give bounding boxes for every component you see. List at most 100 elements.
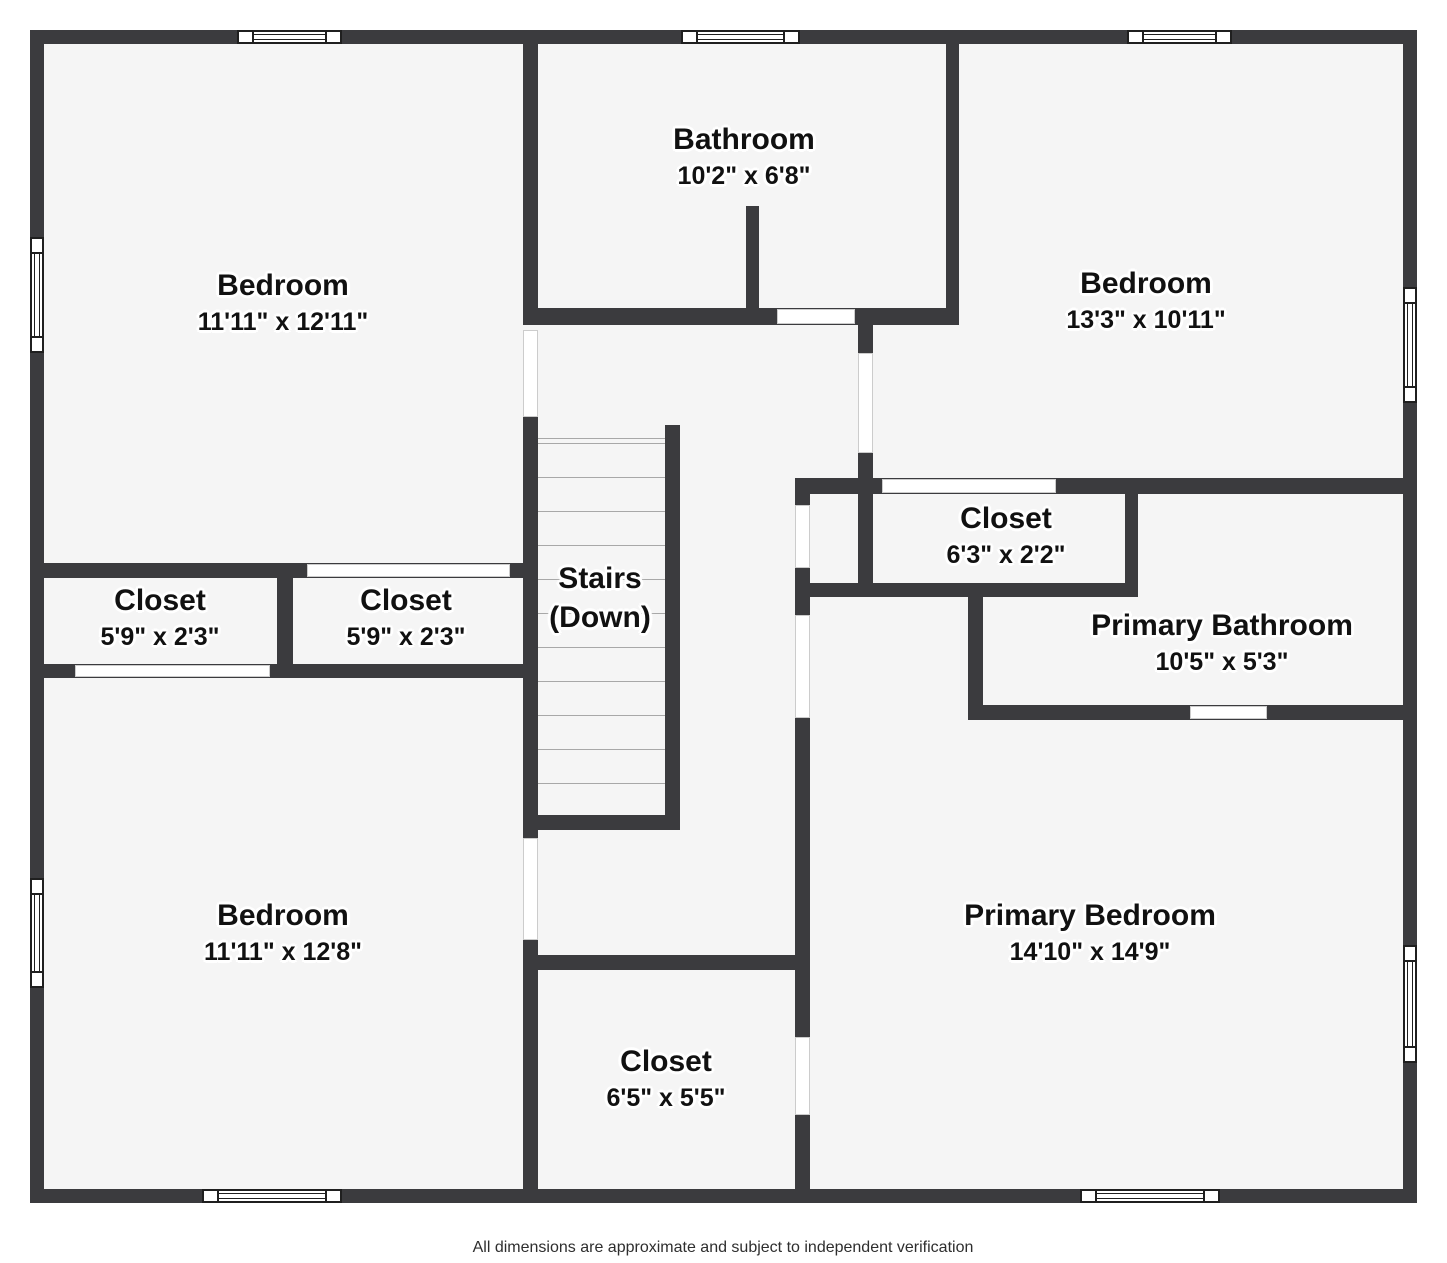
room-dimensions: (Down) bbox=[549, 601, 651, 634]
window bbox=[681, 30, 800, 44]
room-name: Stairs bbox=[558, 562, 642, 595]
room-dimensions: 10'2" x 6'8" bbox=[677, 162, 811, 190]
room-name: Bathroom bbox=[673, 123, 815, 156]
room-label-closet-right: Closet 6'3" x 2'2" bbox=[946, 500, 1065, 572]
room-label-closet-left: Closet 5'9" x 2'3" bbox=[100, 582, 219, 654]
window-pane bbox=[217, 1191, 219, 1201]
stair-tread bbox=[538, 681, 665, 682]
door-opening bbox=[1190, 706, 1267, 719]
wall-segment bbox=[30, 30, 44, 1203]
room-label-bathroom: Bathroom 10'2" x 6'8" bbox=[673, 121, 815, 193]
window bbox=[30, 237, 44, 353]
room-name: Closet bbox=[620, 1045, 712, 1078]
room-label-closet-bottom: Closet 6'5" x 5'5" bbox=[606, 1043, 725, 1115]
room-name: Closet bbox=[360, 584, 452, 617]
stair-tread bbox=[538, 477, 665, 478]
wall-segment bbox=[523, 417, 538, 838]
window bbox=[1403, 287, 1417, 403]
room-dimensions: 6'5" x 5'5" bbox=[606, 1084, 726, 1112]
window-pane bbox=[1407, 962, 1413, 1046]
window-pane bbox=[1405, 302, 1415, 304]
room-dimensions: 5'9" x 2'3" bbox=[100, 623, 220, 651]
window-pane bbox=[252, 32, 254, 42]
window-pane bbox=[325, 32, 327, 42]
window-pane bbox=[1097, 1193, 1203, 1199]
room-name: Closet bbox=[114, 584, 206, 617]
window-pane bbox=[254, 34, 325, 40]
room-label-stairs: Stairs (Down) bbox=[549, 560, 651, 638]
room-dimensions: 11'11" x 12'11" bbox=[197, 308, 369, 336]
window bbox=[1403, 945, 1417, 1063]
room-name: Primary Bedroom bbox=[964, 899, 1216, 932]
stair-tread bbox=[538, 647, 665, 648]
wall-segment bbox=[795, 583, 1138, 597]
door-opening bbox=[795, 505, 810, 568]
window-pane bbox=[219, 1193, 325, 1199]
room-label-closet-middle: Closet 5'9" x 2'3" bbox=[346, 582, 465, 654]
room-label-primary-bedroom: Primary Bedroom 14'10" x 14'9" bbox=[964, 897, 1216, 969]
wall-segment bbox=[523, 940, 538, 1189]
room-label-bedroom-top-right: Bedroom 13'3" x 10'11" bbox=[1066, 265, 1225, 337]
room-name: Primary Bathroom bbox=[1091, 609, 1353, 642]
window-pane bbox=[1405, 1046, 1415, 1048]
window-pane bbox=[1405, 960, 1415, 962]
stair-tread bbox=[538, 511, 665, 512]
floor-area bbox=[30, 30, 1417, 1203]
room-dimensions: 6'3" x 2'2" bbox=[946, 541, 1066, 569]
window-pane bbox=[32, 971, 42, 973]
window-pane bbox=[1215, 32, 1217, 42]
stair-tread bbox=[538, 438, 665, 439]
window bbox=[1080, 1189, 1220, 1203]
room-dimensions: 5'9" x 2'3" bbox=[346, 623, 466, 651]
room-label-bedroom-top-left: Bedroom 11'11" x 12'11" bbox=[198, 267, 368, 339]
door-opening bbox=[858, 353, 873, 453]
window-pane bbox=[1407, 304, 1413, 386]
wall-segment bbox=[523, 955, 810, 970]
room-dimensions: 10'5" x 5'3" bbox=[1155, 648, 1289, 676]
window-pane bbox=[1144, 34, 1215, 40]
stair-tread bbox=[538, 715, 665, 716]
room-label-bedroom-bottom-left: Bedroom 11'11" x 12'8" bbox=[204, 897, 362, 969]
window-pane bbox=[32, 252, 42, 254]
wall-segment bbox=[277, 563, 293, 678]
window bbox=[202, 1189, 342, 1203]
wall-segment bbox=[30, 1189, 1417, 1203]
disclaimer-text: All dimensions are approximate and subje… bbox=[472, 1239, 974, 1256]
window-pane bbox=[783, 32, 785, 42]
wall-segment bbox=[523, 815, 680, 830]
wall-segment bbox=[523, 44, 538, 325]
wall-segment bbox=[1125, 494, 1138, 583]
room-name: Closet bbox=[960, 502, 1052, 535]
wall-segment bbox=[968, 705, 1403, 720]
stair-tread bbox=[538, 783, 665, 784]
window-pane bbox=[698, 34, 783, 40]
window-pane bbox=[1142, 32, 1144, 42]
window bbox=[237, 30, 342, 44]
room-dimensions: 13'3" x 10'11" bbox=[1066, 306, 1226, 334]
wall-segment bbox=[665, 425, 680, 830]
stair-tread bbox=[538, 443, 665, 444]
door-opening bbox=[523, 330, 538, 417]
room-label-primary-bathroom: Primary Bathroom 10'5" x 5'3" bbox=[1091, 607, 1353, 679]
wall-segment bbox=[858, 493, 873, 583]
window bbox=[1127, 30, 1232, 44]
door-opening bbox=[307, 564, 510, 577]
window-pane bbox=[34, 254, 40, 336]
room-name: Bedroom bbox=[217, 269, 349, 302]
wall-segment bbox=[946, 44, 959, 308]
room-dimensions: 14'10" x 14'9" bbox=[1009, 938, 1171, 966]
door-opening bbox=[523, 838, 538, 940]
window-pane bbox=[34, 895, 40, 971]
stair-tread bbox=[538, 545, 665, 546]
stair-tread bbox=[538, 613, 665, 614]
wall-segment bbox=[746, 206, 759, 308]
stair-tread bbox=[538, 579, 665, 580]
room-name: Bedroom bbox=[1080, 267, 1212, 300]
window bbox=[30, 878, 44, 988]
door-opening bbox=[882, 479, 1056, 493]
window-pane bbox=[325, 1191, 327, 1201]
wall-segment bbox=[968, 597, 983, 720]
window-pane bbox=[1095, 1191, 1097, 1201]
window-pane bbox=[32, 336, 42, 338]
